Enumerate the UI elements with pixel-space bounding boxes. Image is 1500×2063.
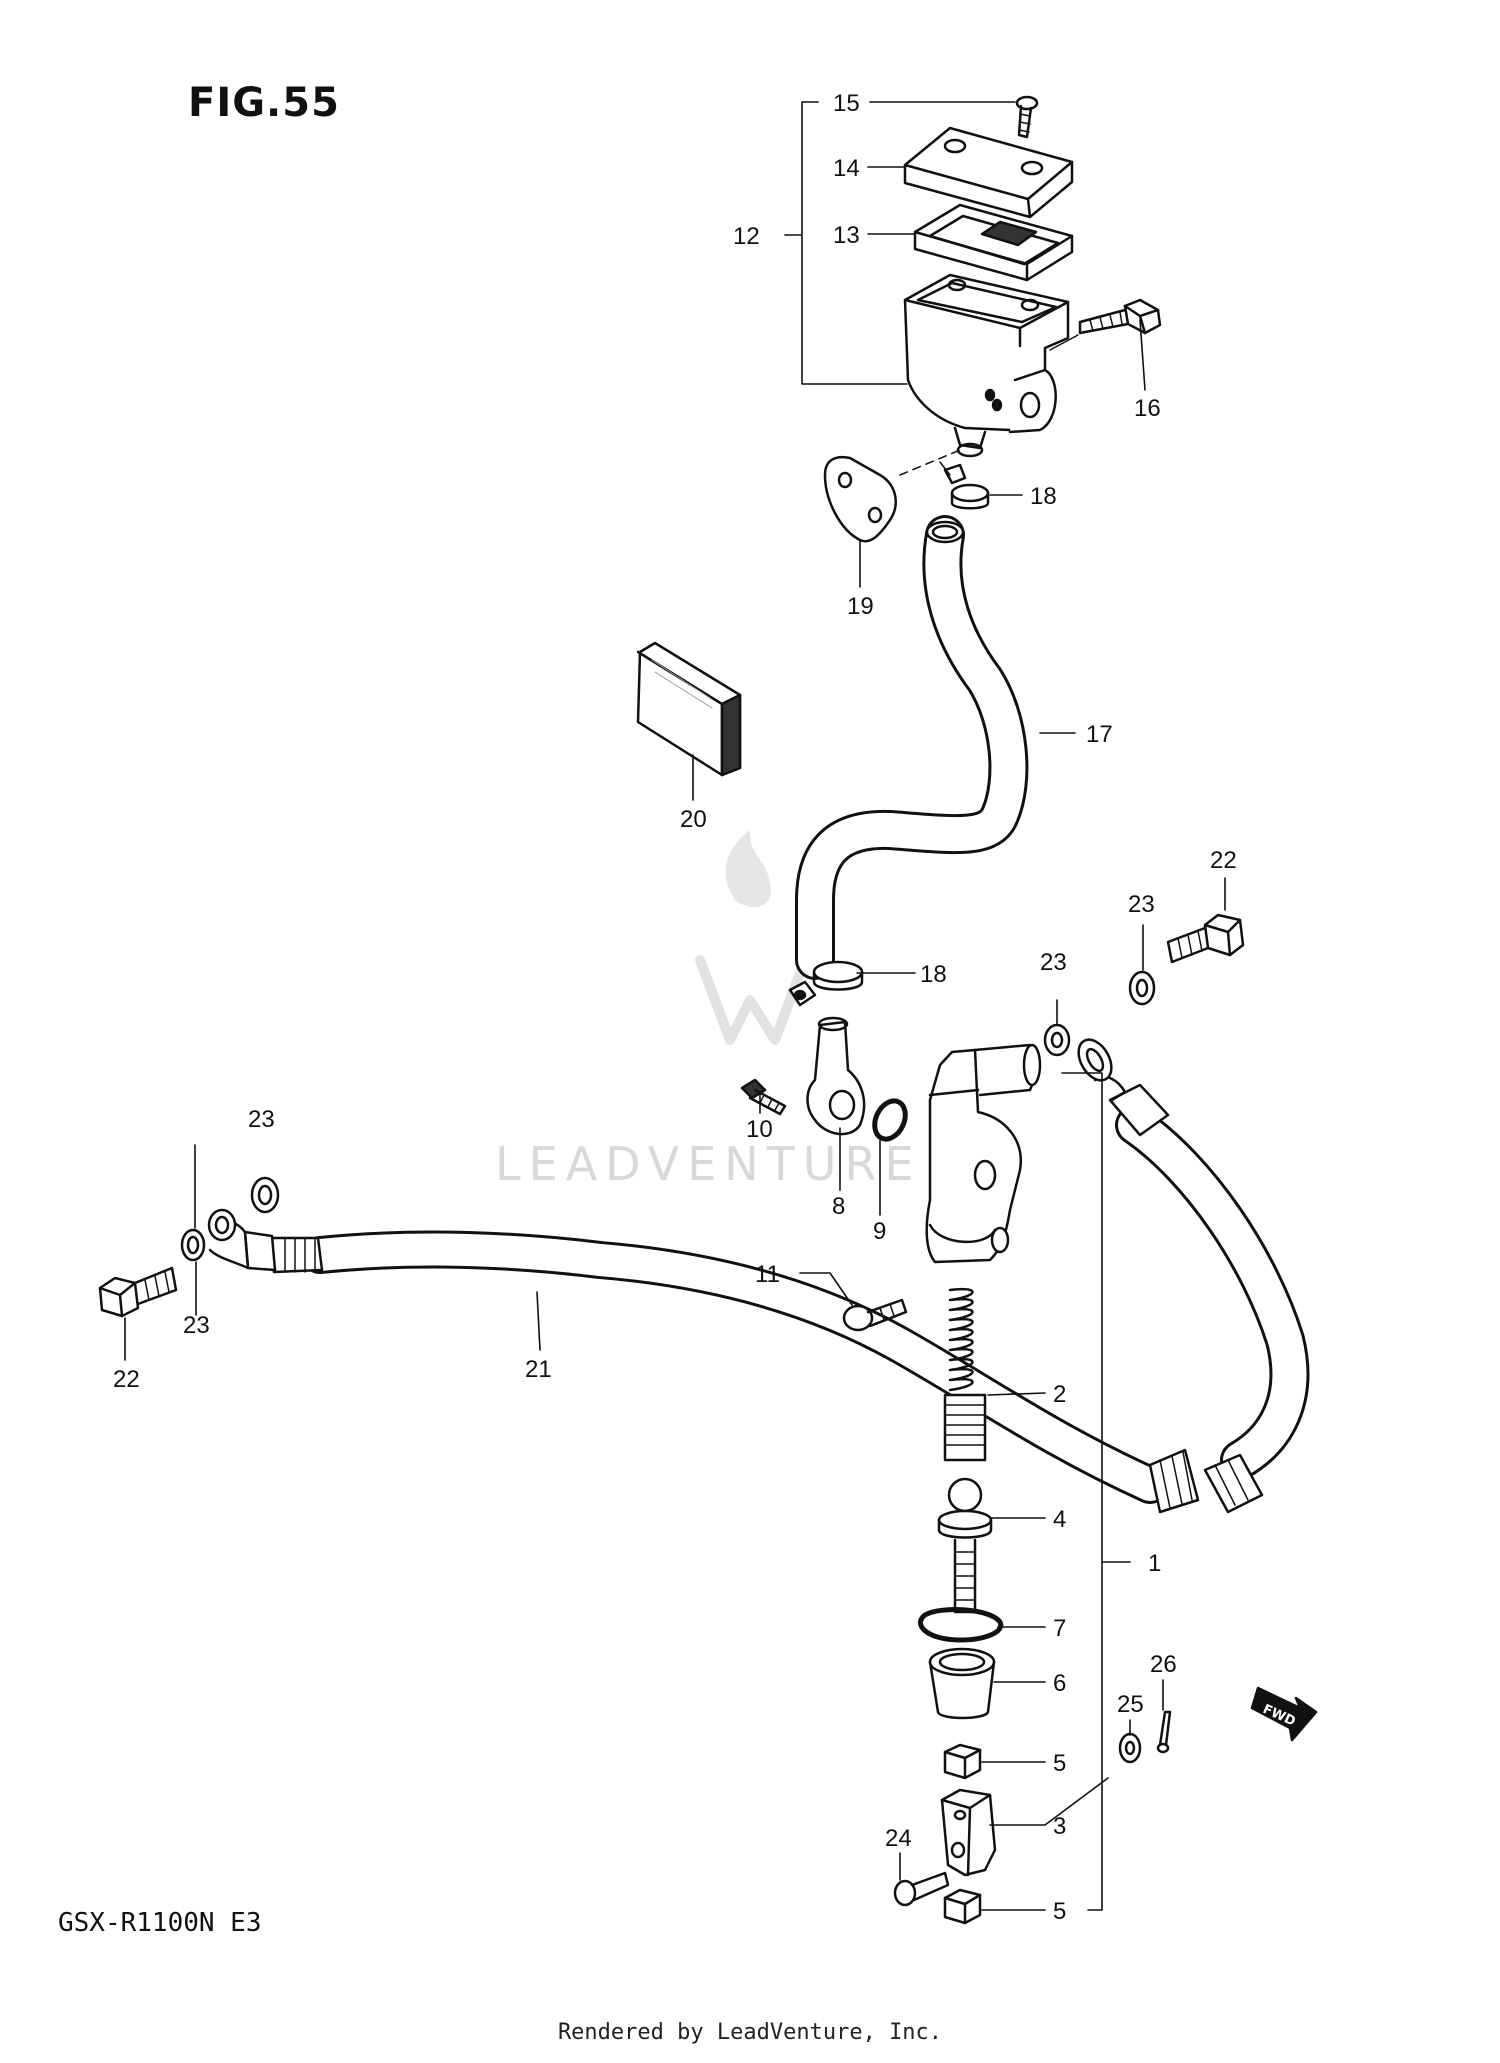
part-19-plate bbox=[823, 456, 897, 543]
part-7-snap-ring bbox=[918, 1607, 1004, 1643]
callout-23-c: 23 bbox=[1128, 891, 1155, 918]
callout-24: 24 bbox=[885, 1825, 912, 1852]
part-26-cotter-pin bbox=[1156, 1710, 1172, 1754]
callout-8: 8 bbox=[832, 1193, 845, 1220]
part-21-brake-hose bbox=[207, 1208, 1200, 1514]
leader-lines bbox=[124, 101, 1226, 1911]
callout-19: 19 bbox=[847, 593, 874, 620]
part-23-gasket-a bbox=[180, 1228, 206, 1262]
callout-1: 1 bbox=[1148, 1550, 1161, 1577]
callout-9: 9 bbox=[873, 1218, 886, 1245]
part-3-joint bbox=[940, 1788, 997, 1877]
part-16-bolt bbox=[1078, 298, 1162, 335]
watermark-text: LEADVENTURE bbox=[495, 1137, 922, 1191]
callout-7: 7 bbox=[1053, 1615, 1066, 1642]
part-23-gasket-c bbox=[1128, 970, 1156, 1006]
callout-26: 26 bbox=[1150, 1651, 1177, 1678]
part-11-bolt bbox=[842, 1298, 908, 1332]
part-5-nut-upper bbox=[943, 1743, 982, 1780]
footer-credit: Rendered by LeadVenture, Inc. bbox=[557, 2020, 943, 2045]
figure-title: FIG.55 bbox=[188, 80, 340, 126]
part-13-diaphragm bbox=[913, 203, 1074, 282]
part-25-washer bbox=[1118, 1732, 1142, 1764]
callout-18-upper: 18 bbox=[1030, 483, 1057, 510]
part-12-reservoir bbox=[903, 273, 1070, 458]
watermark: LEADVENTURE bbox=[495, 830, 922, 1191]
callout-4: 4 bbox=[1053, 1506, 1066, 1533]
reservoir-group bbox=[823, 95, 1162, 543]
callout-23-b: 23 bbox=[248, 1106, 275, 1133]
callout-23-d: 23 bbox=[1040, 949, 1067, 976]
callout-12: 12 bbox=[733, 223, 760, 250]
part-22-union-bolt-right bbox=[1166, 913, 1245, 964]
callout-17: 17 bbox=[1086, 721, 1113, 748]
part-23-gasket-b bbox=[250, 1176, 280, 1214]
part-4-piston-rod bbox=[937, 1477, 993, 1614]
part-10-screw bbox=[740, 1078, 787, 1116]
model-label: GSX-R1100N E3 bbox=[58, 1908, 262, 1938]
part-14-cap bbox=[903, 126, 1074, 219]
part-18-clamp-lower bbox=[788, 960, 864, 1007]
callout-22-left: 22 bbox=[113, 1366, 140, 1393]
part-1-master-cylinder bbox=[925, 1043, 1042, 1264]
callout-labels: 1 2 3 4 5 5 6 7 8 9 10 11 12 13 14 15 16… bbox=[113, 90, 1237, 1925]
right-hose bbox=[1077, 1038, 1310, 1514]
part-17-hose bbox=[795, 515, 1029, 980]
callout-6: 6 bbox=[1053, 1670, 1066, 1697]
part-8-connector bbox=[806, 1016, 866, 1136]
part-24-pin bbox=[893, 1871, 950, 1907]
part-20-label bbox=[636, 641, 742, 777]
callout-23-a: 23 bbox=[183, 1312, 210, 1339]
callout-15: 15 bbox=[833, 90, 860, 117]
callout-13: 13 bbox=[833, 222, 860, 249]
callout-3: 3 bbox=[1053, 1813, 1066, 1840]
part-2-spring bbox=[943, 1287, 987, 1462]
part-22-union-bolt-left bbox=[98, 1266, 178, 1318]
callout-5-lower: 5 bbox=[1053, 1898, 1066, 1925]
part-18-clamp-upper bbox=[939, 461, 990, 510]
part-15-screw bbox=[1015, 95, 1039, 139]
callout-22-right: 22 bbox=[1210, 847, 1237, 874]
callout-25: 25 bbox=[1117, 1691, 1144, 1718]
callout-18-lower: 18 bbox=[920, 961, 947, 988]
callout-14: 14 bbox=[833, 155, 860, 182]
part-5-nut-lower bbox=[943, 1888, 982, 1925]
part-23-gasket-d bbox=[1043, 1023, 1071, 1057]
callout-11: 11 bbox=[755, 1261, 780, 1288]
callout-21: 21 bbox=[525, 1356, 552, 1383]
callout-5-upper: 5 bbox=[1053, 1750, 1066, 1777]
fwd-arrow-icon: FWD bbox=[1250, 1686, 1318, 1742]
callout-16: 16 bbox=[1134, 395, 1161, 422]
part-6-boot bbox=[928, 1647, 996, 1720]
callout-2: 2 bbox=[1053, 1381, 1066, 1408]
part-9-oring bbox=[872, 1098, 908, 1142]
callout-20: 20 bbox=[680, 806, 707, 833]
callout-10: 10 bbox=[746, 1116, 773, 1143]
